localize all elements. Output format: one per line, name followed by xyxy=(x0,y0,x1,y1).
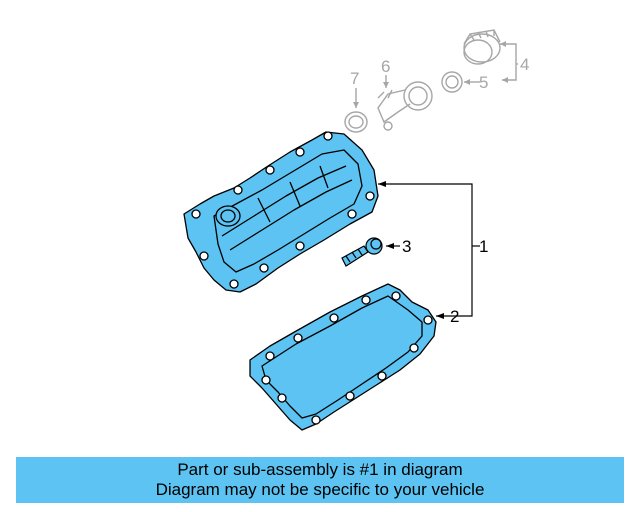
callout-4: 4 xyxy=(520,55,529,74)
gasket-part xyxy=(249,283,437,431)
dimmed-parts xyxy=(344,29,518,133)
callout-5: 5 xyxy=(479,73,488,92)
parts-diagram: 1 2 3 4 5 6 7 xyxy=(183,29,529,431)
oil-filler-cap-part xyxy=(463,29,501,65)
o-ring-part xyxy=(344,111,368,133)
dimmed-arrowheads xyxy=(353,41,508,108)
stud-bolt-part xyxy=(341,237,383,267)
callout-2: 2 xyxy=(450,307,459,326)
leader-arrowheads xyxy=(378,181,444,319)
callout-1: 1 xyxy=(479,237,488,256)
seal-ring-part xyxy=(441,71,463,93)
info-banner: Part or sub-assembly is #1 in diagram Di… xyxy=(16,457,624,503)
callout-7: 7 xyxy=(350,69,359,88)
callout-3: 3 xyxy=(402,237,411,256)
banner-line-1: Part or sub-assembly is #1 in diagram xyxy=(177,460,463,479)
banner-line-2: Diagram may not be specific to your vehi… xyxy=(155,480,485,499)
callout-6: 6 xyxy=(381,57,390,76)
breather-tube-part xyxy=(377,81,433,131)
valve-cover-part xyxy=(183,131,379,293)
